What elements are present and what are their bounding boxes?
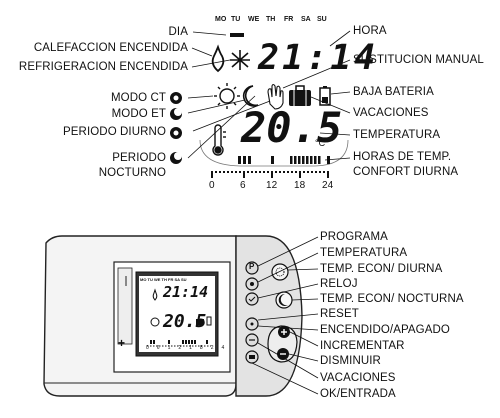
label-temperatura-top: TEMPERATURA: [353, 129, 441, 141]
day-mo: MO: [215, 16, 227, 23]
callout-temp-econ-diurna: TEMP. ECON/ DIURNA: [320, 263, 443, 275]
mini-ticks: 06121824: [146, 345, 232, 351]
callout-reset: RESET: [320, 308, 359, 320]
comfort-bars: [238, 156, 330, 164]
callout-reloj: RELOJ: [320, 278, 358, 290]
right-leaders: [282, 30, 351, 161]
label-refrigeracion: REFRIGERACION ENCENDIDA: [18, 61, 188, 73]
label-periodo-nocturno-line1: PERIODO: [112, 152, 166, 164]
snowflake-icon: [230, 50, 250, 70]
sun-badge-diurno-icon: [170, 127, 182, 139]
day-we: WE: [248, 16, 260, 23]
label-dia: DIA: [168, 26, 188, 38]
moon-badge-nocturno-icon: [170, 152, 182, 164]
moon-icon: [242, 85, 259, 107]
label-sustitucion: SUSTITUCION MANUAL: [353, 54, 484, 66]
device-leaders: [251, 236, 319, 395]
callout-ok-entrada: OK/ENTRADA: [320, 388, 396, 400]
mini-days: MO TU WE TH FR SA SU: [140, 277, 187, 282]
hand-icon: [267, 83, 284, 110]
callout-incrementar: INCREMENTAR: [320, 340, 405, 352]
mini-tick: 12: [167, 345, 190, 351]
battery-icon: [319, 86, 331, 106]
axis-tick-6: 6: [240, 180, 246, 191]
thermometer-icon: [212, 124, 226, 156]
lcd-outline: [199, 139, 349, 167]
left-leaders: [187, 31, 271, 159]
axis-tick-12: 12: [266, 180, 278, 191]
suitcase-icon: [289, 85, 311, 106]
callout-programa: PROGRAMA: [320, 231, 388, 243]
callout-vacaciones: VACACIONES: [320, 372, 396, 384]
mini-tick: 6: [156, 345, 168, 351]
label-horas-line1: HORAS DE TEMP.: [353, 151, 452, 163]
axis-tick-24: 24: [322, 180, 334, 191]
callout-temperatura: TEMPERATURA: [320, 247, 408, 259]
mini-temp: 20.5: [163, 311, 207, 332]
callout-temp-econ-nocturna: TEMP. ECON/ NOCTURNA: [320, 293, 464, 305]
label-horas-line2: CONFORT DIURNA: [353, 166, 459, 178]
label-modo-ct: MODO CT: [111, 92, 166, 104]
label-vacaciones-top: VACACIONES: [353, 107, 429, 119]
mini-tick: 0: [146, 345, 157, 351]
day-th: TH: [266, 16, 276, 23]
mini-tick: 18: [189, 345, 211, 351]
lcd-temperature: 20.5: [241, 103, 343, 152]
thermostat-device: [43, 235, 303, 397]
callout-disminuir: DISMINUIR: [320, 355, 381, 367]
label-calefaccion: CALEFACCION ENCENDIDA: [33, 42, 188, 54]
callout-encendido-apagado: ENCENDIDO/APAGADO: [320, 324, 450, 336]
label-periodo-nocturno-line2: NOCTURNO: [98, 167, 166, 179]
sun-icon: [214, 83, 240, 109]
flame-icon: [211, 44, 225, 73]
moon-badge-et-icon: [170, 108, 182, 120]
axis-tick-18: 18: [294, 180, 306, 191]
day-su: SU: [317, 16, 327, 23]
axis-tick-0: 0: [209, 180, 215, 191]
day-fr: FR: [284, 16, 294, 23]
lcd-temp-unit: °C: [315, 138, 326, 148]
label-modo-et: MODO ET: [111, 108, 166, 120]
label-hora: HORA: [353, 25, 387, 37]
time-axis: [211, 171, 329, 178]
day-sa: SA: [301, 16, 311, 23]
sun-badge-ct-icon: [170, 92, 182, 104]
mini-time: 21:14: [163, 283, 209, 301]
day-marker: [230, 33, 244, 37]
label-baja-bateria: BAJA BATERIA: [353, 86, 434, 98]
mini-tick: 24: [210, 345, 233, 351]
lcd-time: 21:14: [258, 38, 379, 78]
day-tu: TU: [231, 16, 241, 23]
device-plus-label: +: [118, 336, 126, 350]
label-periodo-diurno: PERIODO DIURNO: [63, 126, 166, 138]
program-button-letter: P: [249, 262, 255, 271]
